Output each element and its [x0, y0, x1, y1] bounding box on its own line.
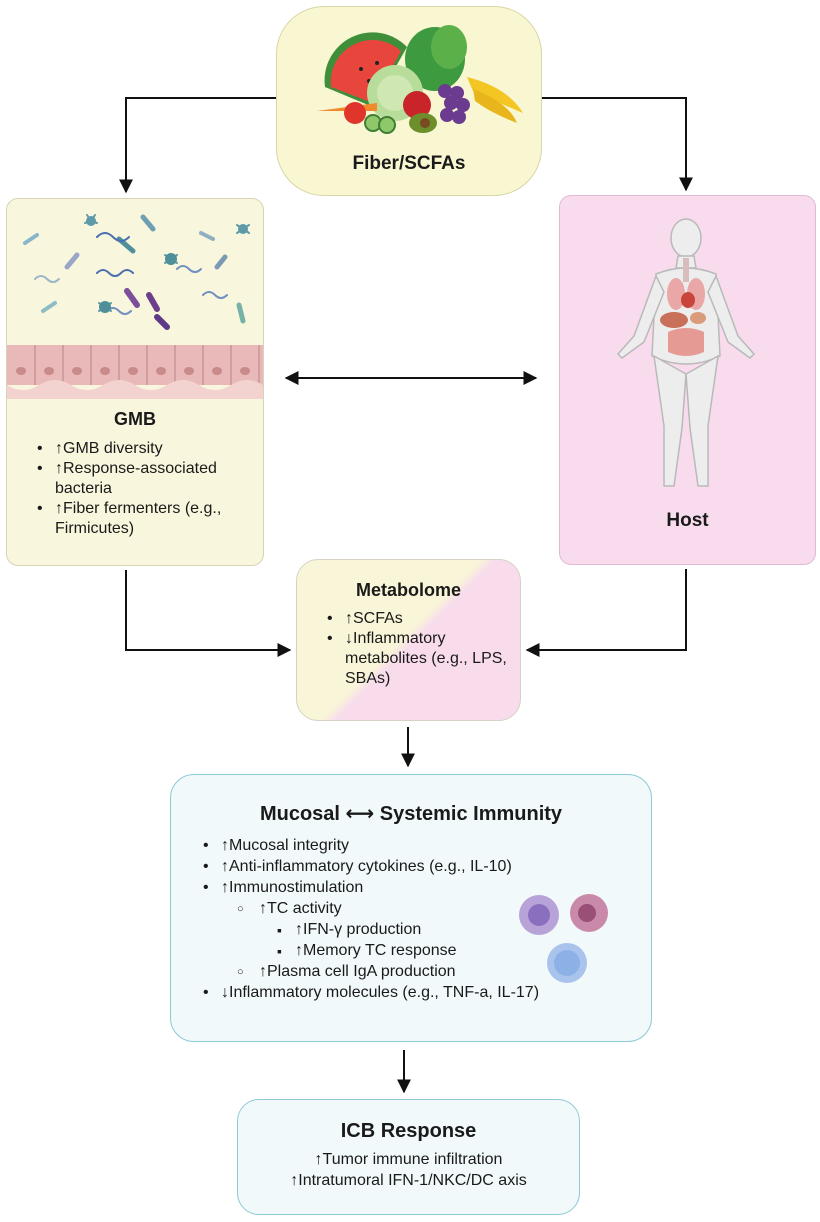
gut-microbiome-illustration	[7, 214, 263, 399]
fiber-scfas-box: Fiber/SCFAs	[276, 6, 542, 196]
arrow-host-to-metabolome	[525, 569, 687, 657]
host-box: Host	[559, 195, 816, 565]
arrow-fiber-to-host	[542, 97, 693, 192]
fiber-scfas-label: Fiber/SCFAs	[352, 153, 466, 174]
icb-response-title: ICB Response	[340, 1120, 477, 1142]
arrow-gmb-to-metabolome	[125, 570, 292, 657]
immunity-subitem: ↑Plasma cell IgA production	[199, 962, 619, 982]
immunity-subsubitem: ↑Memory TC response	[199, 941, 619, 961]
metabolome-box: Metabolome ↑SCFAs ↓Inflammatory metaboli…	[296, 559, 521, 721]
fruits-vegetables-illustration	[317, 25, 523, 134]
gmb-item: ↑Fiber fermenters (e.g., Firmicutes)	[33, 499, 253, 539]
host-label: Host	[666, 510, 709, 531]
immunity-item: ↑Mucosal integrity	[199, 836, 619, 856]
immunity-title: Mucosal ⟷ Systemic Immunity	[259, 803, 563, 825]
immune-cells-illustration	[519, 894, 608, 983]
arrow-fiber-to-gmb	[119, 97, 276, 194]
immunity-item: ↑Anti-inflammatory cytokines (e.g., IL-1…	[199, 857, 619, 877]
metabolome-title: Metabolome	[355, 580, 461, 600]
icb-response-line: ↑Tumor immune infiltration	[314, 1151, 503, 1168]
immunity-subitem: ↑TC activity	[199, 899, 619, 919]
gmb-list: ↑GMB diversity ↑Response-associated bact…	[33, 439, 253, 539]
icb-response-box: ICB Response ↑Tumor immune infiltration …	[237, 1099, 580, 1215]
metabolome-item: ↑SCFAs	[323, 609, 513, 629]
gmb-item: ↑Response-associated bacteria	[33, 459, 253, 499]
metabolome-item: ↓Inflammatory metabolites (e.g., LPS, SB…	[323, 629, 513, 689]
immunity-item: ↓Inflammatory molecules (e.g., TNF-a, IL…	[199, 983, 619, 1003]
gmb-box: GMB ↑GMB diversity ↑Response-associated …	[6, 198, 264, 566]
immunity-subsubitem: ↑IFN-γ production	[199, 920, 619, 940]
human-body-illustration	[616, 218, 756, 487]
gmb-item: ↑GMB diversity	[33, 439, 253, 459]
immunity-list: ↑Mucosal integrity ↑Anti-inflammatory cy…	[199, 836, 619, 1003]
icb-response-line: ↑Intratumoral IFN-1/NKC/DC axis	[290, 1172, 527, 1189]
immunity-box: Mucosal ⟷ Systemic Immunity ↑Mucosal int…	[170, 774, 652, 1042]
metabolome-list: ↑SCFAs ↓Inflammatory metabolites (e.g., …	[323, 609, 513, 689]
immunity-item: ↑Immunostimulation	[199, 878, 619, 898]
gmb-title: GMB	[114, 409, 156, 429]
